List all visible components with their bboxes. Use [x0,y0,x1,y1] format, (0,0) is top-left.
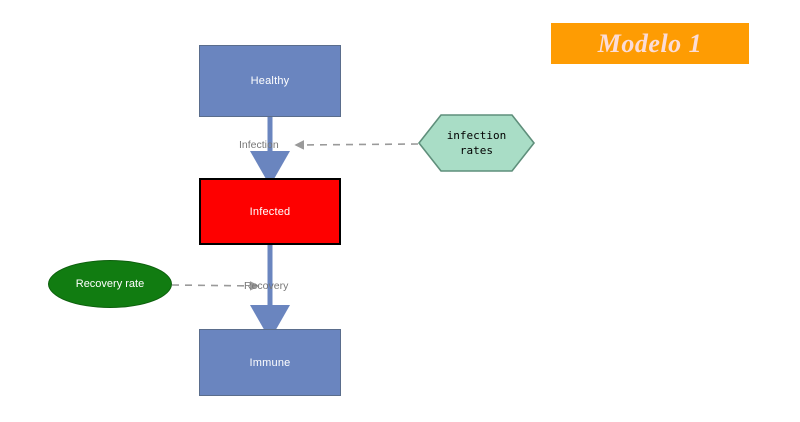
title-banner: Modelo 1 [551,23,749,64]
stock-healthy[interactable]: Healthy [199,45,341,117]
parameter-recovery-rate[interactable]: Recovery rate [48,260,172,308]
stock-infected[interactable]: Infected [199,178,341,245]
parameter-infection-rates[interactable]: infection rates [417,113,536,173]
stock-immune-label: Immune [249,356,291,369]
stock-infected-label: Infected [249,205,291,218]
stock-immune[interactable]: Immune [199,329,341,396]
connector-infection-rates [294,140,419,150]
hexagon-shape [417,114,536,172]
title-banner-label: Modelo 1 [597,28,703,58]
stock-healthy-label: Healthy [250,75,290,87]
connector-recovery-rate [171,281,260,291]
flow-label-recovery: Recovery [244,280,289,292]
flow-label-infection: Infection [239,139,279,151]
parameter-recovery-rate-label: Recovery rate [75,278,145,290]
